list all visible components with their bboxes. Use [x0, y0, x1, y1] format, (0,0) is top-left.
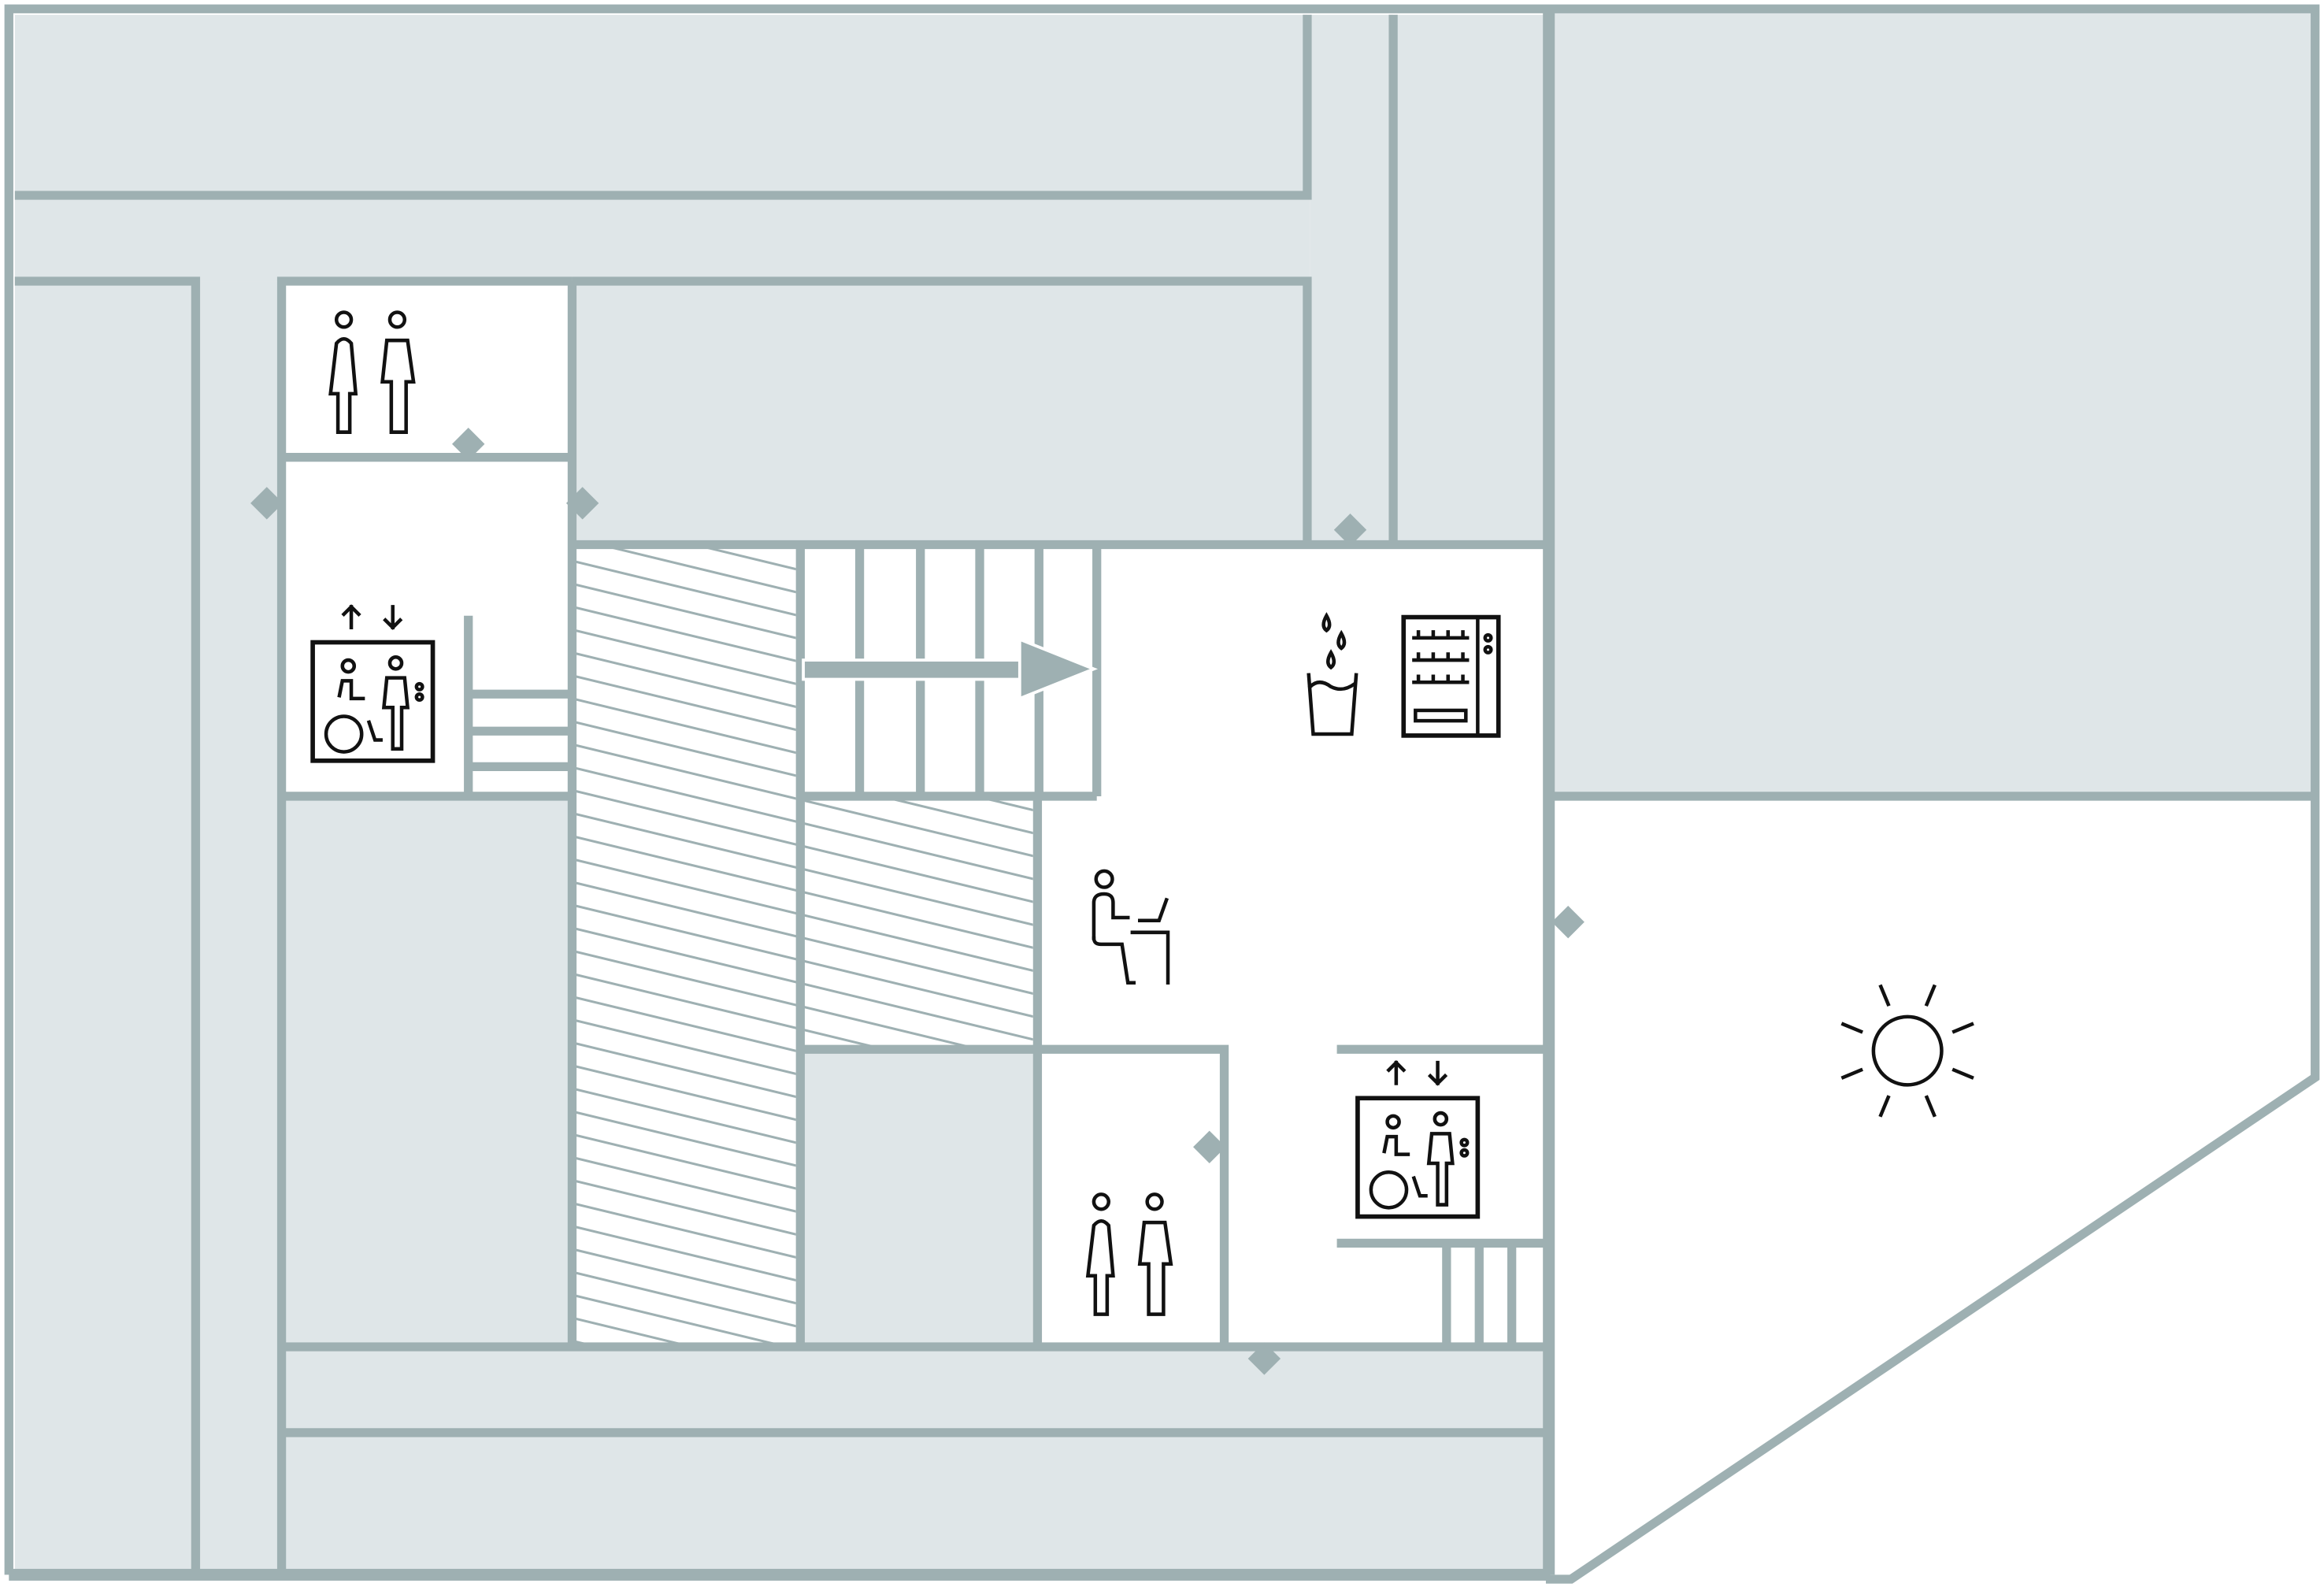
direction-arrow-icon	[802, 636, 1098, 701]
room-top-narrow	[1310, 14, 1394, 542]
walls-layer	[4, 4, 2320, 1584]
wall-corridor-left	[276, 276, 573, 1575]
wall-left-room	[14, 276, 201, 1575]
wall-lower-box	[800, 1044, 1229, 1347]
door-marker	[565, 487, 599, 520]
door-marker	[1551, 905, 1585, 939]
corridor-left	[195, 281, 282, 1575]
hatch-line	[575, 924, 1033, 1046]
corridor-top	[14, 195, 1310, 282]
rooms-layer	[14, 9, 2315, 1575]
hatch-line	[575, 878, 1033, 999]
sun-ray	[1924, 1095, 1937, 1118]
hatch-line	[575, 855, 1033, 977]
sun-ray	[1951, 1022, 1974, 1034]
outer-wall	[4, 4, 2320, 1584]
stair-small-treads	[468, 689, 573, 771]
elevator-icon	[1355, 1059, 1481, 1219]
arrow-head	[1017, 636, 1098, 701]
sun-ray	[1840, 1022, 1863, 1034]
elevator-icon	[310, 604, 436, 763]
room-center-upper	[572, 281, 1307, 542]
hatch-line	[575, 901, 1033, 1023]
sun-ray	[1878, 984, 1891, 1007]
sun-ray	[1840, 1067, 1863, 1080]
vending-machine-icon	[1401, 614, 1501, 738]
sun-ray	[1951, 1067, 1974, 1080]
room-top-mid-right	[1396, 14, 1546, 542]
hatch-line	[575, 1315, 1033, 1344]
door-marker	[250, 487, 284, 520]
hatch-line	[575, 764, 1033, 885]
room-left-mid	[281, 796, 573, 1347]
room-top-left-long	[14, 14, 1307, 196]
wall-center-upper	[572, 276, 1312, 542]
restroom-icon	[1085, 1192, 1173, 1316]
stair-corner-treads	[1442, 1243, 1517, 1347]
room-left-tall	[14, 281, 196, 1575]
hatch-line	[575, 833, 1033, 954]
restroom-icon	[328, 310, 416, 434]
hatch-line	[575, 740, 1033, 862]
corridor-bottom	[281, 1346, 1546, 1433]
sun-ray	[1924, 984, 1937, 1007]
arrow-shaft	[802, 658, 1028, 681]
wall-top-room	[14, 14, 1312, 200]
study-desk-icon	[1092, 869, 1170, 985]
hatch-line	[575, 787, 1033, 908]
hatch-line	[575, 810, 1033, 931]
hatch-line	[575, 1291, 1033, 1344]
room-bottom-long	[281, 1432, 1546, 1575]
room-top-right-large	[1551, 9, 2315, 796]
sun-icon	[1840, 984, 1974, 1118]
drinking-water-icon	[1307, 612, 1358, 736]
room-center-lower	[800, 1049, 1035, 1347]
sun-ray	[1878, 1095, 1891, 1118]
